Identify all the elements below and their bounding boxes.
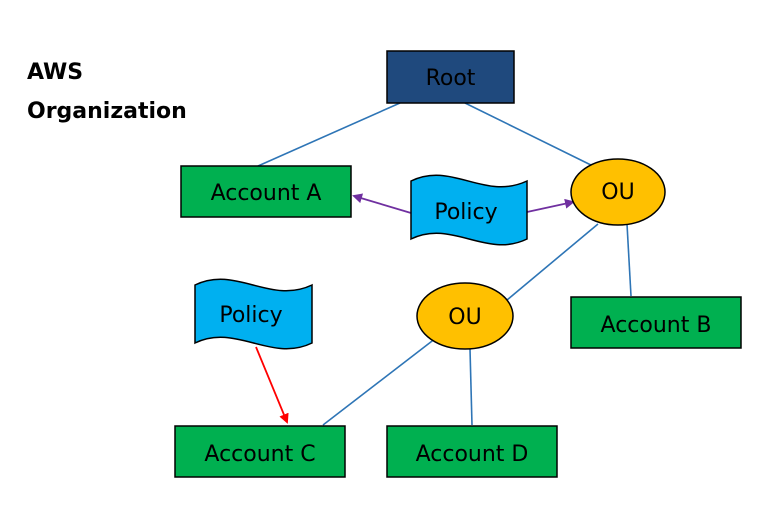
account-b-label: Account B — [601, 313, 712, 338]
account-b-node[interactable]: Account B — [570, 296, 742, 349]
connector-root-ou-upper — [464, 102, 598, 169]
diagram-title-line-2: Organization — [27, 99, 187, 124]
account-c-node[interactable]: Account C — [174, 425, 346, 478]
connector-ou-lower-account-c — [322, 337, 437, 426]
ou-upper-label: OU — [601, 180, 634, 205]
account-d-label: Account D — [416, 442, 529, 467]
account-a-label: Account A — [211, 181, 322, 206]
connector-ou-upper-ou-lower — [506, 223, 599, 301]
policy-arrow-to-account-c — [255, 346, 289, 424]
account-c-label: Account C — [204, 442, 315, 467]
root-label: Root — [426, 66, 476, 91]
connector-ou-lower-account-d — [469, 348, 473, 426]
ou-lower-label: OU — [448, 305, 481, 330]
account-d-node[interactable]: Account D — [386, 425, 558, 478]
policy-upper-node[interactable]: Policy — [410, 174, 528, 246]
connector-ou-upper-account-b — [626, 223, 632, 297]
diagram-title-line-1: AWS — [27, 60, 84, 85]
policy-lower-node[interactable]: Policy — [194, 278, 313, 350]
root-node[interactable]: Root — [386, 50, 515, 104]
ou-upper-node[interactable]: OU — [570, 158, 666, 226]
account-a-node[interactable]: Account A — [180, 165, 352, 218]
policy-upper-label: Policy — [434, 200, 497, 225]
ou-lower-node[interactable]: OU — [416, 282, 514, 350]
policy-arrow-to-account-a — [352, 193, 412, 214]
policy-arrow-to-ou-upper — [526, 198, 575, 213]
connector-root-account-a — [257, 102, 401, 167]
policy-lower-label: Policy — [219, 303, 282, 328]
